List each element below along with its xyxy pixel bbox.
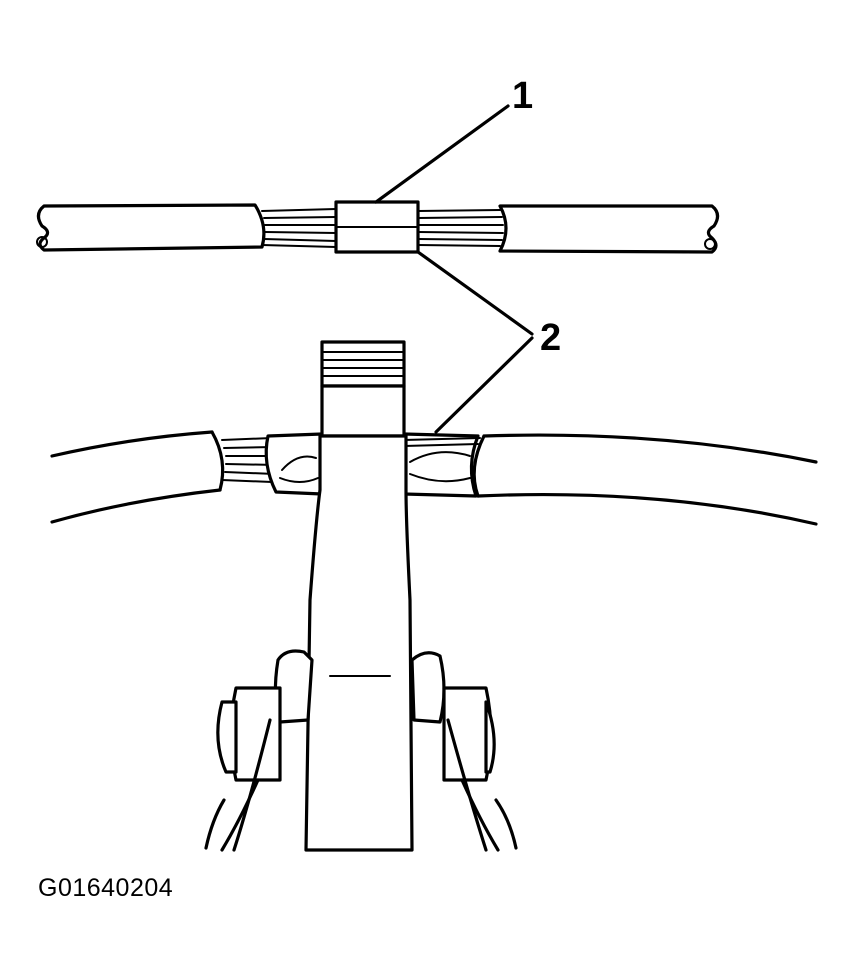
wire-left-end: [36, 236, 48, 248]
wire-right-end: [704, 238, 716, 250]
crimp-assembly: [50, 340, 818, 852]
crimp-tool-handles: [204, 718, 518, 852]
leader-2a: [416, 250, 534, 336]
callout-1-label: 1: [512, 75, 533, 117]
wire-right-insulation: [498, 204, 720, 254]
callout-2-label: 2: [540, 317, 561, 359]
crimp-tool-body: [304, 434, 414, 852]
crimp-tool-left-nut: [216, 649, 314, 782]
curved-wire-left-top: [50, 430, 214, 458]
crimped-sleeve-right-strands: [403, 437, 481, 483]
curved-wire-right-bottom: [476, 492, 818, 526]
crimped-sleeve-left: [264, 432, 324, 496]
leader-2b: [434, 336, 534, 434]
curved-wire-left-cut: [210, 430, 225, 492]
wire-left-insulation: [36, 203, 266, 252]
leader-1: [374, 104, 510, 204]
wire-right-strands: [417, 209, 504, 247]
curved-wire-right-top: [482, 433, 818, 464]
wire-left-strands: [261, 208, 337, 248]
figure-id: G01640204: [38, 874, 174, 902]
curved-wire-right-cut: [472, 434, 486, 498]
spliced-wire-top: [36, 200, 720, 254]
callout-leaders: [374, 104, 534, 434]
crimp-tool-right-nut: [410, 651, 496, 782]
curved-wire-left-bottom: [50, 488, 222, 524]
crimp-tool-upper-die: [320, 340, 406, 438]
